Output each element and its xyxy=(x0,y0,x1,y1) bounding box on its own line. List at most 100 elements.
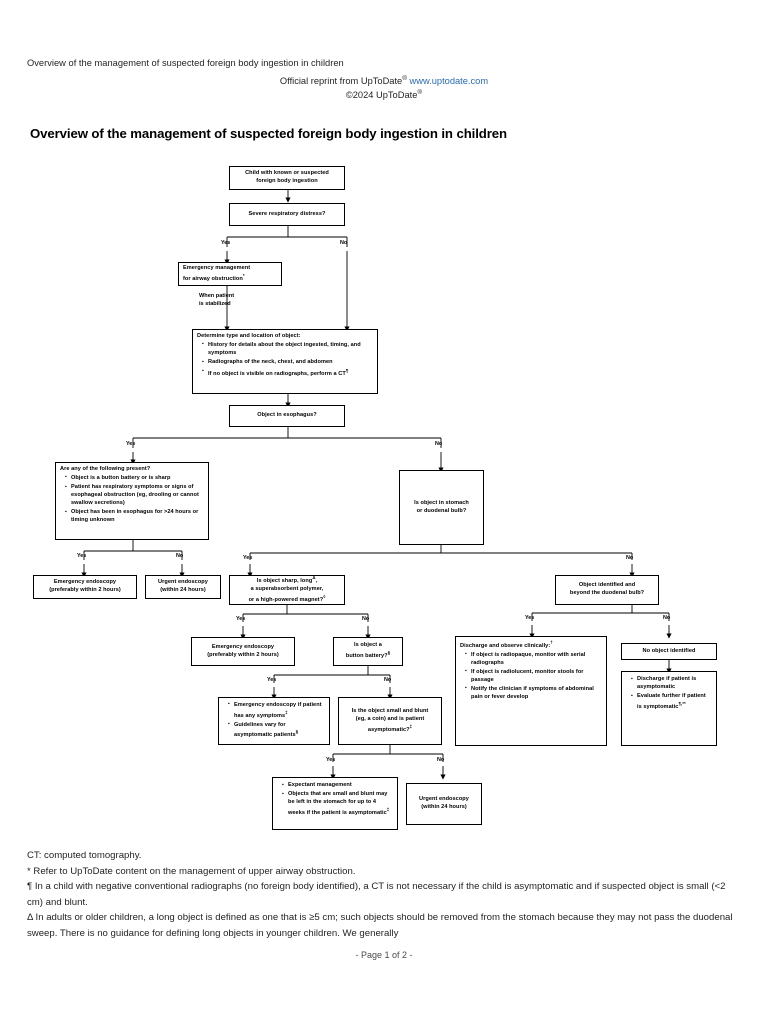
page-title: Overview of the management of suspected … xyxy=(30,126,507,141)
node-no-object-bullets: Discharge if patient is asymptomatic Eva… xyxy=(626,676,712,712)
node-no-object-label: No object identified xyxy=(642,647,696,654)
edge-label-yes-stomach: Yes xyxy=(243,555,253,561)
edge-label-no-stomach: No xyxy=(626,555,634,561)
node-small-blunt-line3: asymptomatic? xyxy=(367,726,410,733)
node-discharge-bullets: If object is radiopaque, monitor with se… xyxy=(460,651,602,702)
node-severe-distress-label: Severe respiratory distress? xyxy=(248,210,326,217)
list-item: If object is radiolucent, monitor stools… xyxy=(465,668,602,685)
footnote-marker-dagger-double: ‡ xyxy=(285,709,288,715)
node-is-object-in-stomach: Is object in stomach or duodenal bulb? xyxy=(399,470,484,545)
note-when-stabilized-line2: is stabilized xyxy=(199,300,231,307)
list-item: If no object is visible on radiographs, … xyxy=(202,368,373,379)
node-determine-bullets: History for details about the object ing… xyxy=(197,341,373,379)
node-in-stomach-line2: or duodenal bulb? xyxy=(416,507,467,514)
node-urgent-endo-left-line2: (within 24 hours) xyxy=(160,587,206,593)
node-urgent-endoscopy-bottom: Urgent endoscopy (within 24 hours) xyxy=(406,783,482,825)
node-small-blunt-line3wrap: asymptomatic?‡ xyxy=(368,724,412,735)
node-endo-symptoms-bullets: Emergency endoscopy if patient has any s… xyxy=(223,701,325,742)
list-item: Discharge if patient is asymptomatic xyxy=(631,676,712,692)
footnote-asterisk: * Refer to UpToDate content on the manag… xyxy=(27,865,356,877)
node-any-present-heading: Are any of the following present? xyxy=(60,466,151,472)
node-sharp-long-line1wrap: Is object sharp, longΔ, xyxy=(256,575,318,585)
node-endoscopy-if-symptoms: Emergency endoscopy if patient has any s… xyxy=(218,697,330,745)
node-is-object-small-blunt: Is the object small and blunt (eg, a coi… xyxy=(338,697,442,745)
footnote-marker-section-2: § xyxy=(295,729,299,735)
list-item: Emergency endoscopy if patient has any s… xyxy=(228,701,325,721)
node-in-stomach-line1: Is object in stomach xyxy=(414,499,469,506)
node-beyond-bulb-line1: Object identified and xyxy=(578,582,636,589)
note-when-stabilized: When patient is stabilized xyxy=(199,293,234,308)
list-item: Evaluate further if patient is symptomat… xyxy=(631,693,712,712)
registered-mark-icon-2: ® xyxy=(417,89,423,96)
no-object-b2: Evaluate further if patient is symptomat… xyxy=(637,693,706,710)
copyright-notice: ©2024 UpToDate® xyxy=(0,89,768,100)
node-emergency-endo-mid-line1: Emergency endoscopy xyxy=(211,643,275,650)
edge-label-no-beyond-bulb: No xyxy=(663,615,671,621)
node-discharge-and-observe: Discharge and observe clinically:† If ob… xyxy=(455,636,607,746)
node-start: Child with known or suspected foreign bo… xyxy=(229,166,345,190)
node-emergency-endoscopy-mid: Emergency endoscopy (preferably within 2… xyxy=(191,637,295,666)
footnote-marker-dagger-double-3: ‡ xyxy=(386,807,390,812)
node-urgent-endoscopy-left: Urgent endoscopy (within 24 hours) xyxy=(145,575,221,599)
node-determine-type-location: Determine type and location of object: H… xyxy=(192,329,378,394)
node-determine-heading: Determine type and location of object: xyxy=(197,333,301,339)
reprint-prefix: Official reprint from UpToDate xyxy=(279,76,403,87)
reprint-notice: Official reprint from UpToDate® www.upto… xyxy=(0,75,768,86)
node-is-object-sharp-long: Is object sharp, longΔ, a superabsorbent… xyxy=(229,575,345,605)
node-urgent-endo-bottom-line2: (within 24 hours) xyxy=(421,804,467,810)
list-item: Patient has respiratory symptoms or sign… xyxy=(65,484,204,508)
node-emergency-airway-management: Emergency management for airway obstruct… xyxy=(178,262,282,286)
footnote-delta: Δ In adults or older children, a long ob… xyxy=(27,912,733,939)
node-button-battery-line2wrap: button battery?§ xyxy=(346,650,390,661)
copyright-text: ©2024 UpToDate xyxy=(345,90,418,101)
note-when-stabilized-line1: When patient xyxy=(199,293,235,299)
node-sharp-long-line3: or a high-powered magnet? xyxy=(248,596,324,603)
node-emergency-endo-left-line2: (preferably within 2 hours) xyxy=(49,587,121,593)
node-expectant-bullets: Expectant management Objects that are sm… xyxy=(277,782,393,818)
node-are-any-present: Are any of the following present? Object… xyxy=(55,462,209,540)
footnote-marker-pilcrow: ¶ xyxy=(345,368,349,374)
endo-symptoms-b1: Emergency endoscopy if patient has any s… xyxy=(234,701,322,719)
node-discharge-heading-wrap: Discharge and observe clinically:† xyxy=(460,640,602,651)
node-button-battery-line1: Is object a xyxy=(354,642,382,649)
node-is-object-button-battery: Is object a button battery?§ xyxy=(333,637,403,666)
uptodate-url-link[interactable]: www.uptodate.com xyxy=(409,76,489,87)
footnotes-section: CT: computed tomography. * Refer to UpTo… xyxy=(27,848,741,941)
node-start-line2: foreign body ingestion xyxy=(256,178,318,184)
node-beyond-bulb-line2: beyond the duodenal bulb? xyxy=(569,590,645,596)
edge-label-yes-esophagus: Yes xyxy=(126,441,136,447)
expectant-b2: Objects that are small and blunt may be … xyxy=(288,791,388,816)
list-item: Radiographs of the neck, chest, and abdo… xyxy=(202,359,373,367)
node-button-battery-line2: button battery? xyxy=(345,652,388,659)
list-item: If object is radiopaque, monitor with se… xyxy=(465,651,602,668)
list-item: Object has been in esophagus for >24 hou… xyxy=(65,509,204,525)
list-item: Expectant management xyxy=(282,782,393,790)
node-emergency-airway-line1: Emergency management xyxy=(183,264,251,271)
registered-mark-icon: ® xyxy=(402,75,407,82)
node-discharge-heading: Discharge and observe clinically: xyxy=(460,642,551,649)
footnote-marker-section: § xyxy=(387,650,391,656)
edge-label-yes-beyond-bulb: Yes xyxy=(525,615,535,621)
node-sharp-long-line1: Is object sharp, long xyxy=(256,578,313,585)
node-emergency-endo-mid-line2: (preferably within 2 hours) xyxy=(207,651,279,658)
edge-label-no-battery: No xyxy=(384,677,392,683)
node-urgent-endo-left-line1: Urgent endoscopy xyxy=(158,579,208,586)
footnote-marker-asterisk: * xyxy=(242,272,245,278)
edge-label-no-esophagus: No xyxy=(435,441,443,447)
node-expectant-management: Expectant management Objects that are sm… xyxy=(272,777,398,830)
node-sharp-long-line3wrap: or a high-powered magnet?◊ xyxy=(249,594,326,605)
node-urgent-endo-bottom-line1: Urgent endoscopy xyxy=(419,796,469,803)
footnote-marker-delta: Δ xyxy=(312,575,316,581)
edge-label-yes-small-blunt: Yes xyxy=(326,757,336,763)
edge-label-yes-distress: Yes xyxy=(221,240,231,246)
edge-label-no-small-blunt: No xyxy=(437,757,445,763)
node-emergency-endoscopy-left: Emergency endoscopy (preferably within 2… xyxy=(33,575,137,599)
list-item: Guidelines vary for asymptomatic patient… xyxy=(228,721,325,741)
endo-symptoms-b2: Guidelines vary for asymptomatic patient… xyxy=(234,721,296,739)
node-any-present-bullets: Object is a button battery or is sharp P… xyxy=(60,474,204,525)
list-item: Objects that are small and blunt may be … xyxy=(282,791,393,818)
footnote-marker-dagger-double-2: ‡ xyxy=(409,723,413,729)
node-sharp-long-line2: a superabsorbent polymer, xyxy=(250,586,324,593)
node-object-esophagus-label: Object in esophagus? xyxy=(257,412,317,419)
node-emergency-endo-left-line1: Emergency endoscopy xyxy=(53,579,117,586)
